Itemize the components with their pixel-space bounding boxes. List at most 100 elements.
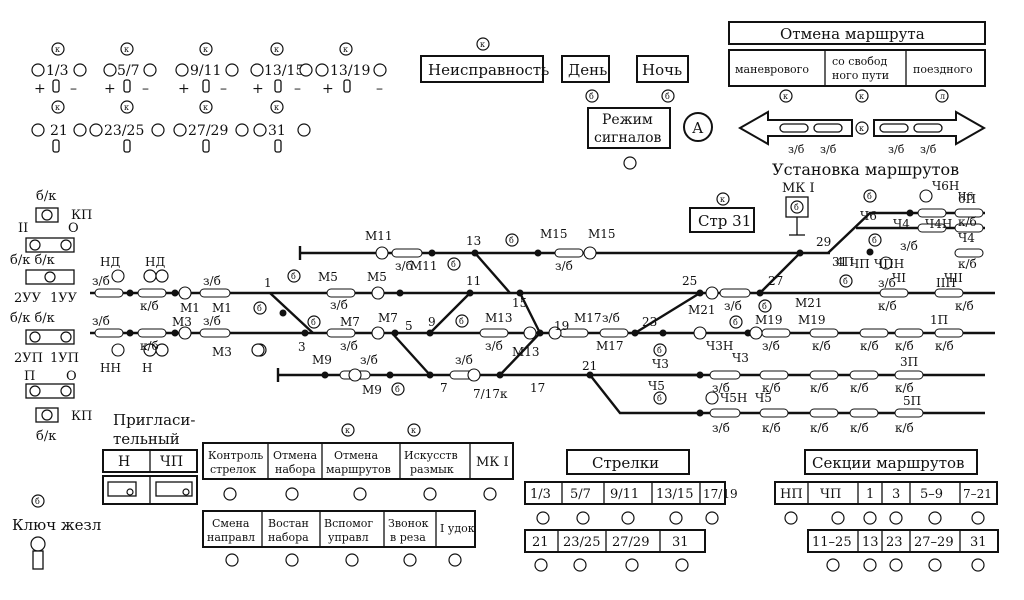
section-btn[interactable]: 5–9 — [920, 487, 943, 502]
arrow-btn[interactable]: 5/7 — [570, 487, 591, 502]
lamp-k-label: к — [124, 103, 129, 112]
section-btn[interactable]: 27–29 — [914, 535, 954, 550]
arrow-btn[interactable]: 31 — [672, 535, 689, 550]
lamp-k-icon — [270, 42, 284, 56]
svg-text:М13: М13 — [512, 345, 540, 359]
aux-control-button[interactable]: Вспомог — [324, 517, 373, 530]
arrow-btn[interactable]: 13/15 — [656, 487, 693, 502]
plus-sign: + — [34, 81, 46, 97]
night-button[interactable] — [636, 55, 689, 83]
fault-button[interactable] — [420, 55, 544, 83]
svg-text:маршрутов: маршрутов — [326, 463, 391, 476]
artificial-release-button[interactable]: Искусств — [404, 449, 458, 462]
zb-label: з/б — [820, 143, 837, 156]
key-handle-icon[interactable] — [30, 536, 46, 552]
day-button[interactable] — [561, 55, 610, 83]
svg-text:б: б — [459, 317, 464, 326]
switch-key-handle[interactable] — [123, 139, 131, 153]
minus-sign: – — [142, 81, 149, 97]
arrow-btn[interactable]: 23/25 — [563, 535, 600, 550]
svg-text:Ч3: Ч3 — [652, 357, 669, 371]
bk-label: б/к — [36, 429, 56, 444]
svg-text:з/б: з/б — [485, 339, 503, 353]
svg-text:з/б: з/б — [724, 299, 742, 313]
svg-text:1П: 1П — [930, 313, 948, 327]
arrow-btn[interactable]: 21 — [532, 535, 549, 550]
dial-restore-button[interactable]: Востан — [268, 517, 309, 530]
arrow-btn[interactable]: 27/29 — [612, 535, 649, 550]
lamp-l-icon — [250, 63, 264, 77]
section-btn[interactable]: НП — [780, 487, 803, 502]
svg-text:23: 23 — [642, 315, 657, 329]
mk1-button[interactable]: МК I — [476, 455, 509, 470]
svg-text:Ч5: Ч5 — [755, 391, 772, 405]
svg-text:к/б: к/б — [850, 421, 869, 435]
svg-text:б: б — [867, 192, 872, 201]
svg-text:Ч3: Ч3 — [732, 351, 749, 365]
svg-text:з/б: з/б — [360, 353, 378, 367]
dial-cancel-button[interactable]: Отмена — [273, 449, 318, 462]
section-btn[interactable]: 11–25 — [812, 535, 852, 550]
switch-key-handle[interactable] — [274, 139, 282, 153]
cancel-free-track-label-1[interactable]: со свобод — [832, 55, 888, 68]
bell-button[interactable]: Звонок — [388, 517, 429, 530]
switch-key-handle[interactable] — [343, 79, 351, 93]
svg-text:31: 31 — [832, 255, 847, 269]
svg-text:з/б: з/б — [878, 276, 896, 290]
switch-keys-group: к к к к к 1/3 5/7 9/11 13/15 13/19 — [31, 42, 387, 153]
route-cancel-title: Отмена маршрута — [780, 25, 925, 43]
svg-text:Ч6Н: Ч6Н — [932, 179, 959, 193]
arrow-btn[interactable]: 17/19 — [703, 487, 738, 501]
section-btn[interactable]: 1 — [866, 487, 874, 502]
svg-text:3: 3 — [298, 340, 306, 354]
svg-text:3П: 3П — [900, 355, 918, 369]
lamp-k-icon — [855, 89, 869, 103]
lamp-zh-icon — [73, 63, 87, 77]
svg-text:Ч4Н: Ч4Н — [925, 217, 952, 231]
key-body[interactable] — [32, 550, 44, 570]
svg-text:9: 9 — [428, 315, 436, 329]
i-udok-button[interactable]: I удок — [440, 522, 475, 535]
svg-text:М9: М9 — [312, 353, 332, 367]
svg-text:б: б — [843, 277, 848, 286]
direction-change-button[interactable]: Смена — [212, 517, 250, 530]
fault-button-label: Неисправность — [428, 61, 549, 79]
routes-cancel-button[interactable]: Отмена — [334, 449, 379, 462]
section-btn[interactable]: 3 — [892, 487, 900, 502]
section-btn[interactable]: ЧП — [820, 487, 841, 502]
lamp-k-icon — [341, 423, 355, 437]
track-diagram: б б б б б б б б б б б б б б б НД НД НН Н… — [90, 179, 995, 435]
svg-text:11: 11 — [466, 274, 481, 288]
switch-key-handle[interactable] — [202, 139, 210, 153]
arrow-btn[interactable]: 9/11 — [610, 487, 639, 502]
section-btn[interactable]: 13 — [862, 535, 879, 550]
points-check-button[interactable]: Контроль — [208, 449, 263, 462]
switch-key-handle[interactable] — [202, 79, 210, 93]
switch-key-handle[interactable] — [52, 79, 60, 93]
section-btn[interactable]: 23 — [886, 535, 903, 550]
str31-button[interactable] — [689, 207, 755, 233]
switch-key-label: 9/11 — [190, 63, 221, 79]
svg-text:з/б: з/б — [762, 339, 780, 353]
svg-text:к/б: к/б — [955, 299, 974, 313]
signal-mode-button[interactable] — [587, 107, 671, 149]
2uu-label: 2УУ — [14, 291, 42, 306]
switch-key-handle[interactable] — [274, 79, 282, 93]
svg-text:М15: М15 — [588, 227, 616, 241]
svg-text:з/б: з/б — [92, 314, 110, 328]
section-btn[interactable]: 31 — [970, 535, 987, 550]
left-arrow-icon — [737, 110, 853, 146]
svg-text:Ч4: Ч4 — [958, 231, 975, 245]
switch-key-handle[interactable] — [123, 79, 131, 93]
section-btn[interactable]: 7–21 — [963, 487, 992, 501]
svg-text:ЧII: ЧII — [944, 271, 963, 285]
svg-text:набора: набора — [275, 463, 316, 476]
cancel-shunting-button[interactable]: маневрового — [735, 63, 809, 76]
svg-text:к/б: к/б — [850, 381, 869, 395]
switch-key-handle[interactable] — [52, 139, 60, 153]
svg-text:М11: М11 — [365, 229, 393, 243]
cancel-free-track-label-2[interactable]: ного пути — [832, 69, 889, 82]
cancel-train-button[interactable]: поездного — [913, 63, 973, 76]
arrow-btn[interactable]: 1/3 — [530, 487, 551, 502]
svg-text:к/б: к/б — [812, 339, 831, 353]
